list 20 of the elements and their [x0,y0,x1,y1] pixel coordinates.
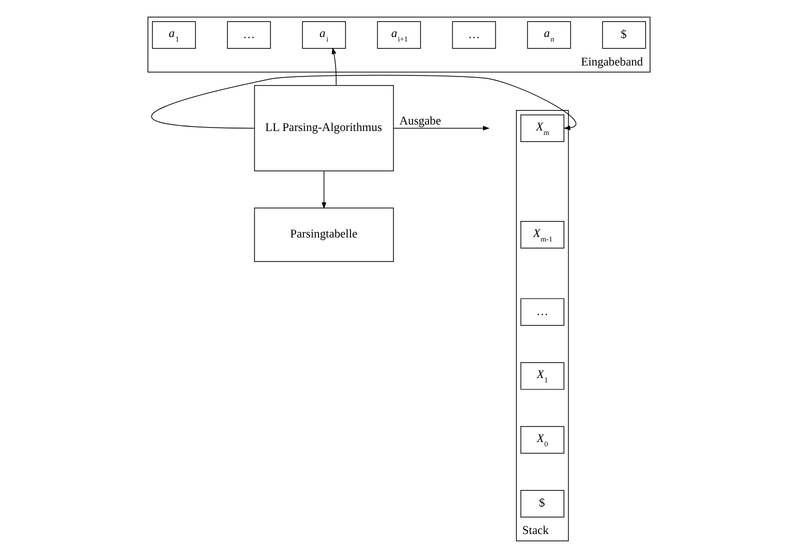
node-box: LL Parsing-Algorithmus [254,85,394,172]
node-box: $ [602,21,646,49]
node-box: a$_{i+1}$ [377,21,421,49]
node-box: X$_{m}$ [520,114,564,142]
arrow [151,74,576,130]
node-box: Parsingtabelle [254,208,394,262]
node-box: $ [520,490,564,518]
node-box: X$_{1}$ [520,362,564,390]
node-box: … [452,21,496,49]
node-box: a$_{i}$ [302,21,346,49]
node-box: X$_{m-1}$ [520,221,564,249]
node-box: a$_{n}$ [527,21,571,49]
arrow [332,47,337,86]
node-box: a$_{1}$ [152,21,196,49]
node-box: … [520,298,564,326]
arrow [322,170,326,210]
node-box: … [227,21,271,49]
node-box: X$_{0}$ [520,426,564,454]
edge-label: Ausgabe [399,113,441,128]
arrow [393,126,490,131]
